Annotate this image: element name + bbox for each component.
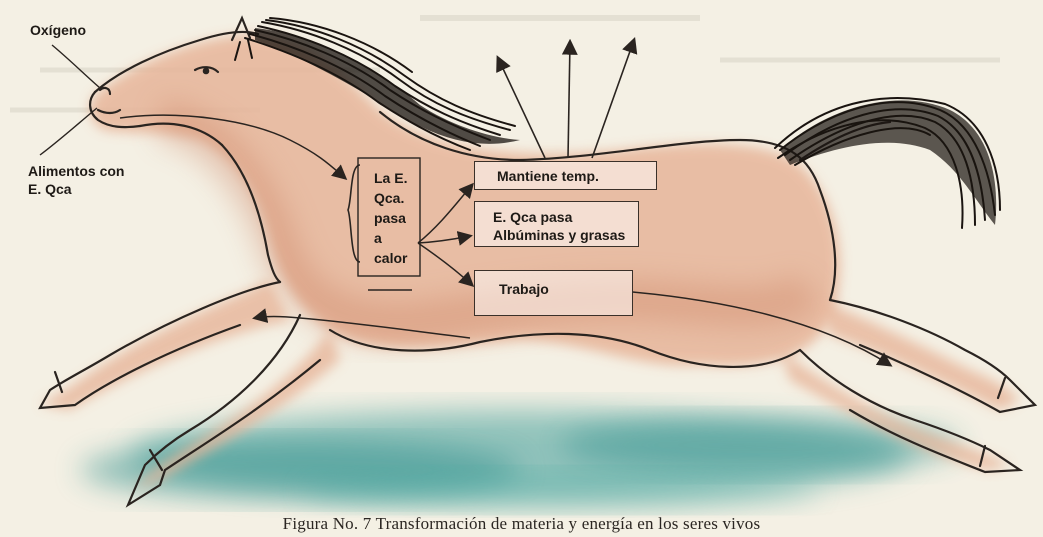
albuminas-box: E. Qca pasa Albúminas y grasas xyxy=(474,201,639,247)
albuminas-text-line2: Albúminas y grasas xyxy=(493,226,638,244)
alimentos-label-line1: Alimentos con xyxy=(28,163,124,179)
figure-caption: Figura No. 7 Transformación de materia y… xyxy=(0,514,1043,534)
trabajo-text: Trabajo xyxy=(499,281,549,297)
ground-grass xyxy=(80,410,960,508)
center-label-line1: La E. xyxy=(374,170,407,186)
trabajo-box: Trabajo xyxy=(474,270,633,316)
alimentos-label-line2: E. Qca xyxy=(28,181,72,197)
center-label-line5: calor xyxy=(374,250,407,266)
mantiene-temp-box: Mantiene temp. xyxy=(474,161,657,190)
mantiene-temp-text: Mantiene temp. xyxy=(497,168,599,184)
center-label-line2: Qca. xyxy=(374,190,404,206)
center-label-line3: pasa xyxy=(374,210,406,226)
center-label-line4: a xyxy=(374,230,382,246)
albuminas-text-line1: E. Qca pasa xyxy=(493,208,638,226)
oxigeno-label: Oxígeno xyxy=(30,22,86,38)
